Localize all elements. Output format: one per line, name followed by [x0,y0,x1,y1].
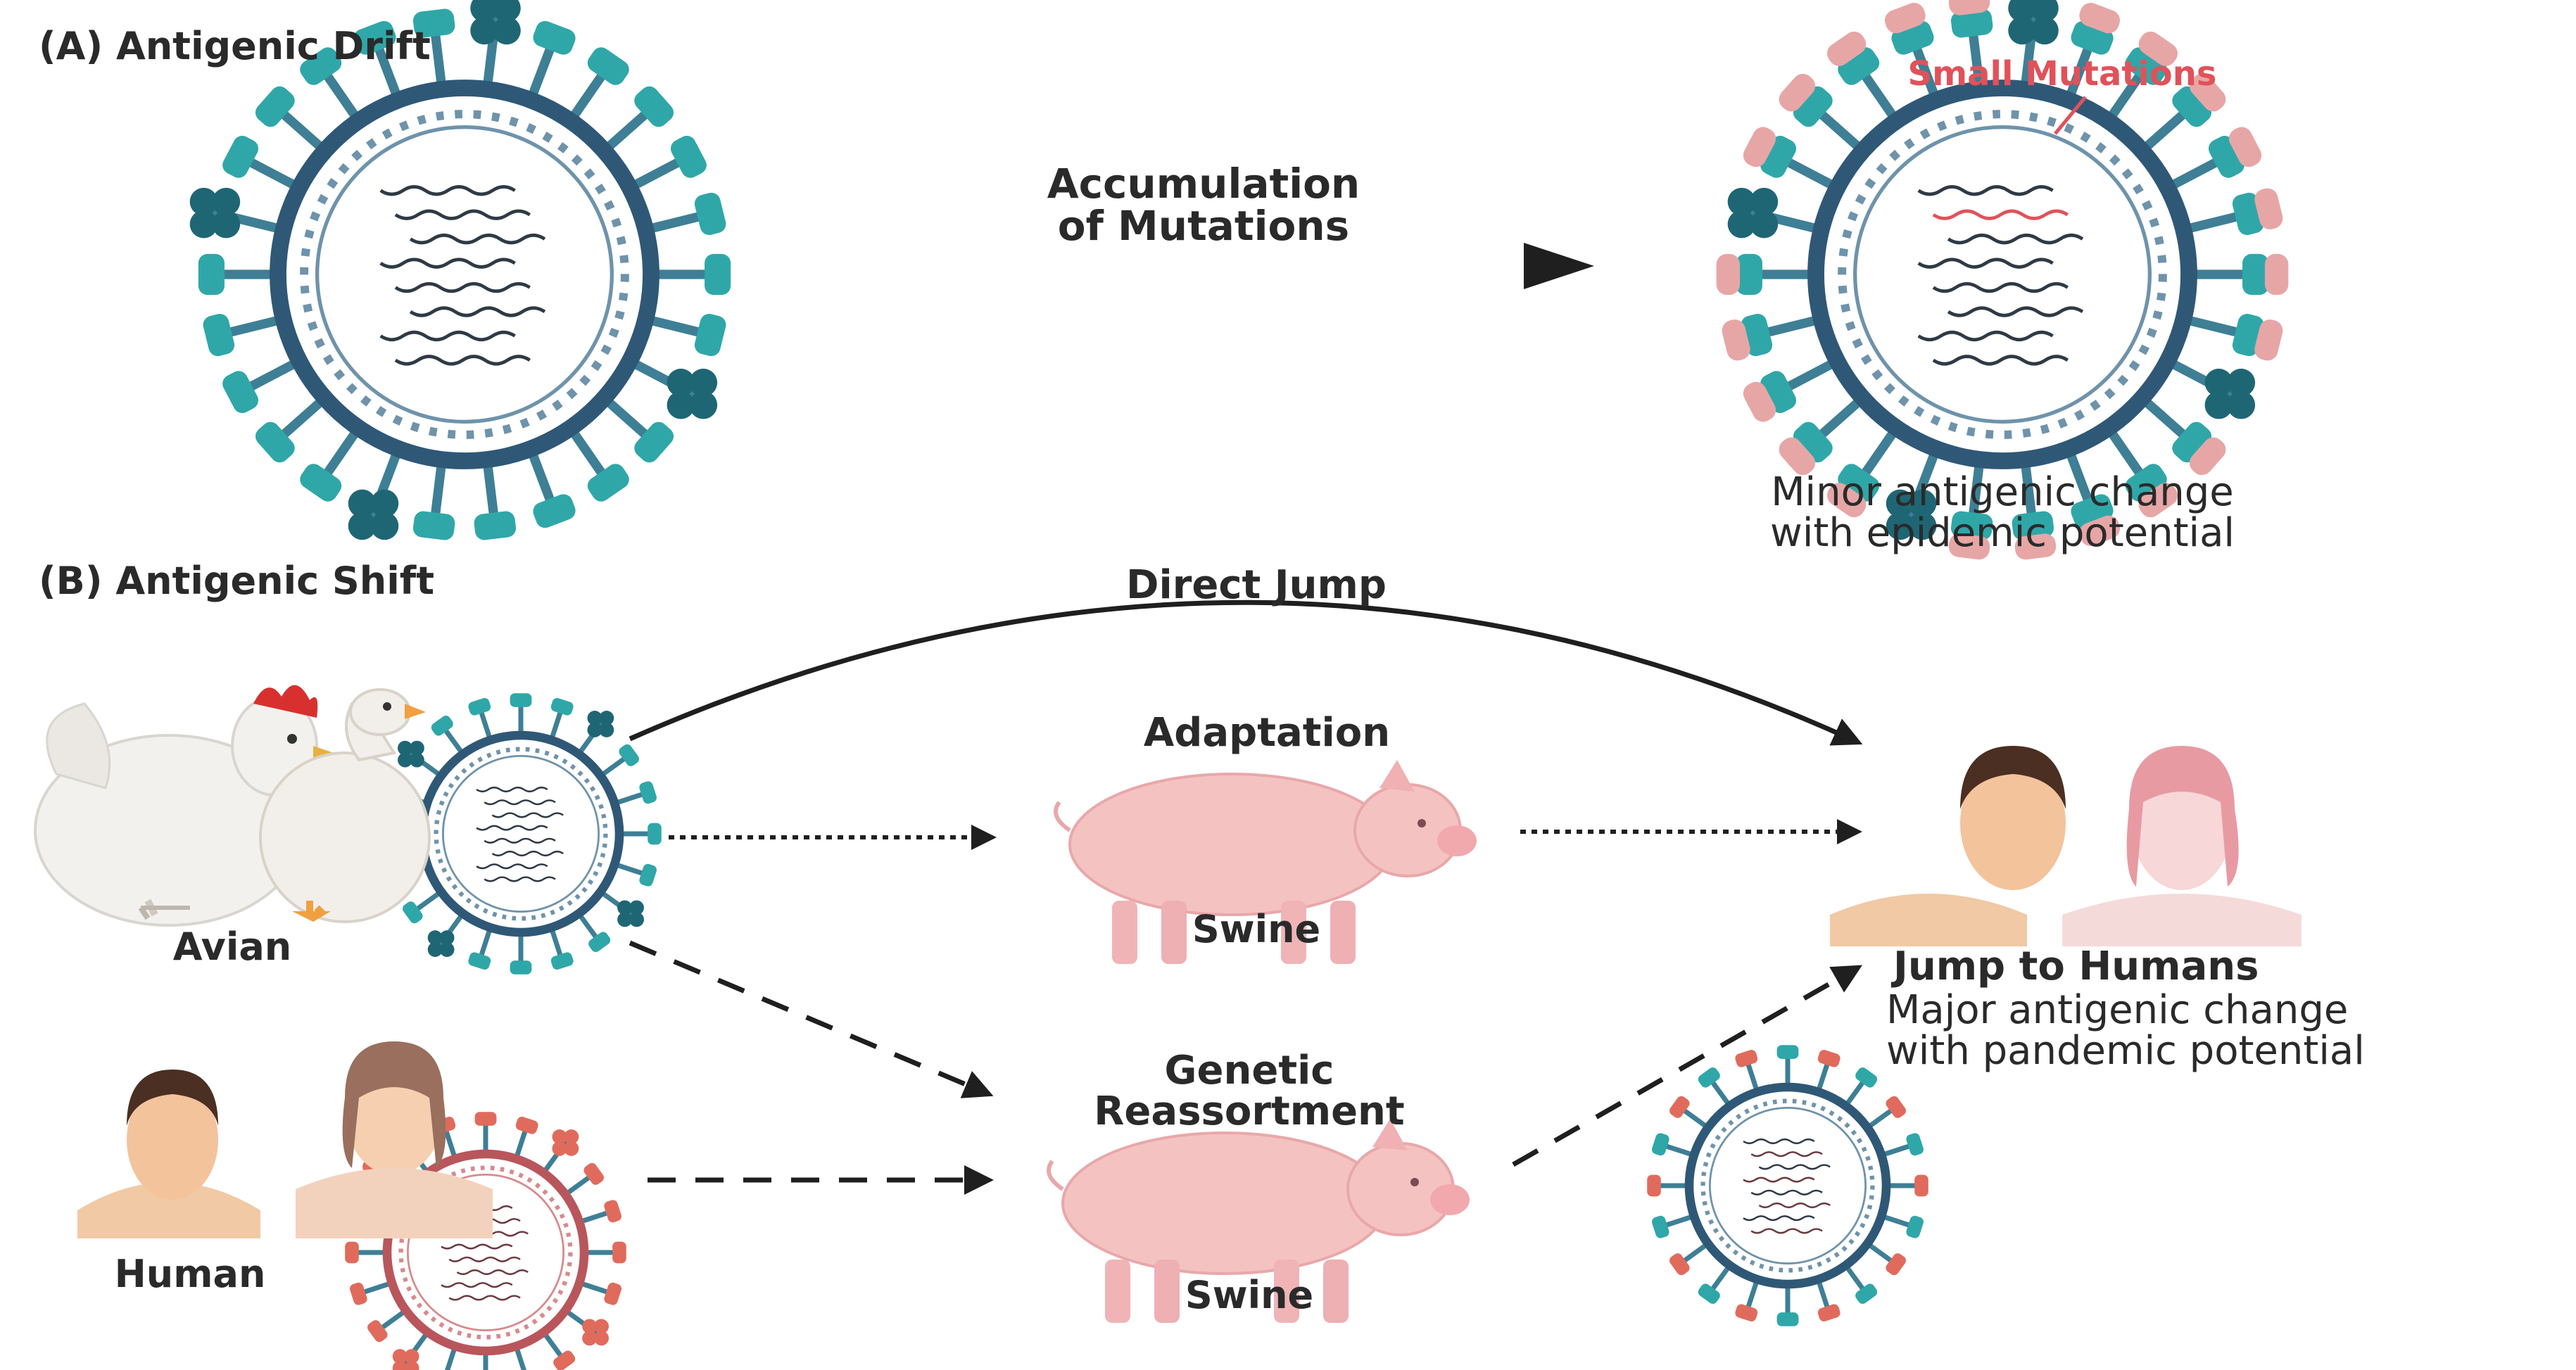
swine-bottom-label: Swine [1185,1273,1314,1317]
adaptation-label: Adaptation [1143,710,1391,756]
mutation-pointer [2054,96,2087,135]
chicken-icon [34,685,338,927]
avian-to-reassortment-arrow [629,940,994,1098]
major-change-line-2: with pandemic potential [1886,1028,2365,1074]
accumulation-label-line-2: of Mutations [1057,202,1350,250]
jump-to-humans-title: Jump to Humans [1893,944,2259,989]
panel-b-title: (B) Antigenic Shift [39,559,435,603]
reassorted-virus-icon [1647,1045,1928,1326]
accumulation-label-line-1: Accumulation [1047,160,1360,208]
swine-adaptation-icon [1054,760,1477,964]
direct-jump-arrow [629,600,1863,746]
swine-top-label: Swine [1192,907,1321,951]
minor-change-line-1: Minor antigenic change [1771,469,2234,515]
human-target-icon [1830,746,2302,946]
avian-label: Avian [172,925,292,969]
direct-jump-label: Direct Jump [1126,562,1387,608]
major-change-line-1: Major antigenic change [1886,987,2349,1033]
small-mutations-label: Small Mutations [1907,54,2217,94]
panel-a-title: (A) Antigenic Drift [39,24,431,68]
reassortment-to-humans-arrow [1512,965,1863,1167]
genetic-label-line-2: Reassortment [1094,1089,1405,1134]
mutated-virus-icon [1716,0,2289,560]
human-label: Human [114,1252,266,1296]
original-virus-icon [189,0,731,540]
human-hosts-icon [77,1041,493,1238]
goose-icon [259,688,431,923]
minor-change-line-2: with epidemic potential [1770,510,2235,556]
accumulation-arrowhead [1524,243,1594,289]
swine-reassortment-icon [1047,1119,1470,1323]
avian-virus-icon [380,693,662,975]
genetic-label-line-1: Genetic [1164,1048,1334,1093]
